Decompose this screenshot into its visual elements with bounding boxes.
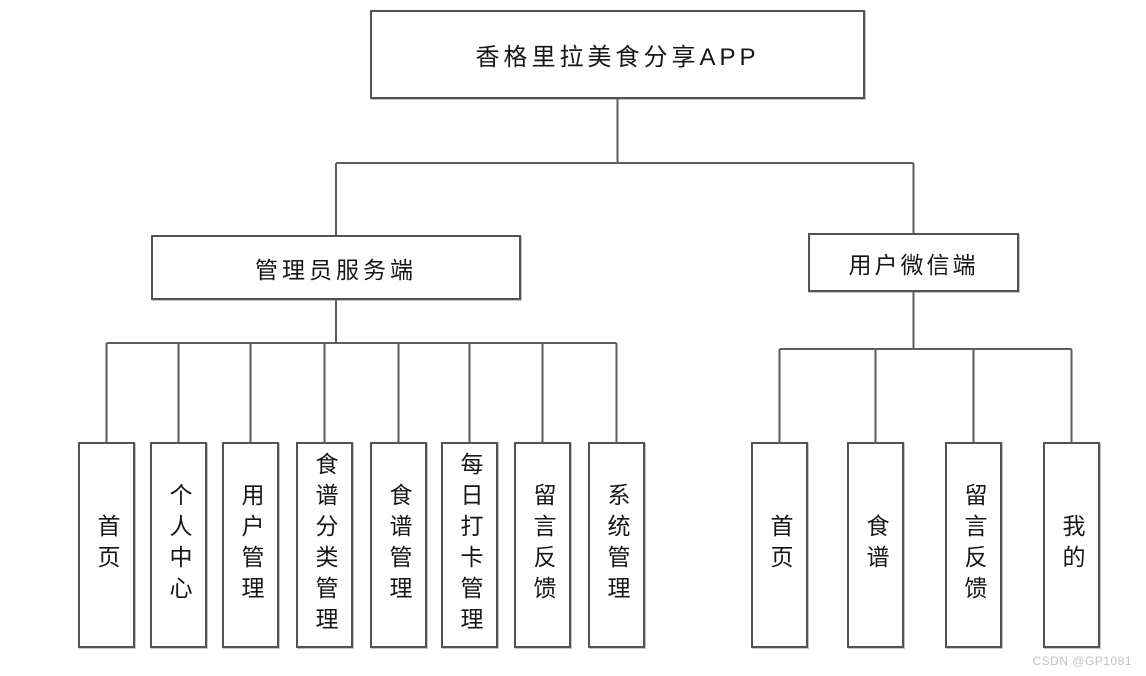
node-leaf-label: 食谱管理 bbox=[386, 483, 412, 607]
node-leaf-label: 用户管理 bbox=[238, 483, 264, 607]
node-leaf-admin-recipe-management: 食谱管理 bbox=[370, 442, 427, 648]
node-leaf-wechat-message-feedback: 留言反馈 bbox=[945, 442, 1002, 648]
node-branch-wechat-label: 用户微信端 bbox=[848, 251, 979, 278]
node-leaf-label: 留言反馈 bbox=[530, 483, 556, 607]
node-leaf-wechat-home: 首页 bbox=[751, 442, 808, 648]
node-leaf-label: 我的 bbox=[1059, 514, 1085, 576]
node-leaf-wechat-mine: 我的 bbox=[1043, 442, 1100, 648]
node-leaf-admin-home: 首页 bbox=[78, 442, 135, 648]
node-leaf-label: 首页 bbox=[94, 514, 120, 576]
node-branch-wechat: 用户微信端 bbox=[808, 233, 1019, 292]
node-leaf-label: 系统管理 bbox=[604, 483, 630, 607]
watermark-text: CSDN @GP1081 bbox=[1032, 654, 1132, 668]
node-leaf-label: 食谱 bbox=[863, 514, 889, 576]
node-leaf-wechat-recipe: 食谱 bbox=[847, 442, 904, 648]
node-leaf-label: 留言反馈 bbox=[961, 483, 987, 607]
node-branch-admin: 管理员服务端 bbox=[151, 235, 521, 300]
node-leaf-admin-user-management: 用户管理 bbox=[222, 442, 279, 648]
node-leaf-admin-system-management: 系统管理 bbox=[588, 442, 645, 648]
node-leaf-label: 个人中心 bbox=[166, 483, 192, 607]
node-leaf-label: 食谱分类管理 bbox=[312, 452, 338, 638]
node-leaf-label: 每日打卡管理 bbox=[457, 452, 483, 638]
node-leaf-admin-message-feedback: 留言反馈 bbox=[514, 442, 571, 648]
node-root: 香格里拉美食分享APP bbox=[370, 10, 865, 99]
node-branch-admin-label: 管理员服务端 bbox=[255, 256, 417, 283]
node-root-label: 香格里拉美食分享APP bbox=[475, 44, 760, 71]
node-leaf-admin-recipe-category-management: 食谱分类管理 bbox=[296, 442, 353, 648]
node-leaf-admin-personal-center: 个人中心 bbox=[150, 442, 207, 648]
node-leaf-label: 首页 bbox=[767, 514, 793, 576]
node-leaf-admin-daily-checkin-management: 每日打卡管理 bbox=[441, 442, 498, 648]
